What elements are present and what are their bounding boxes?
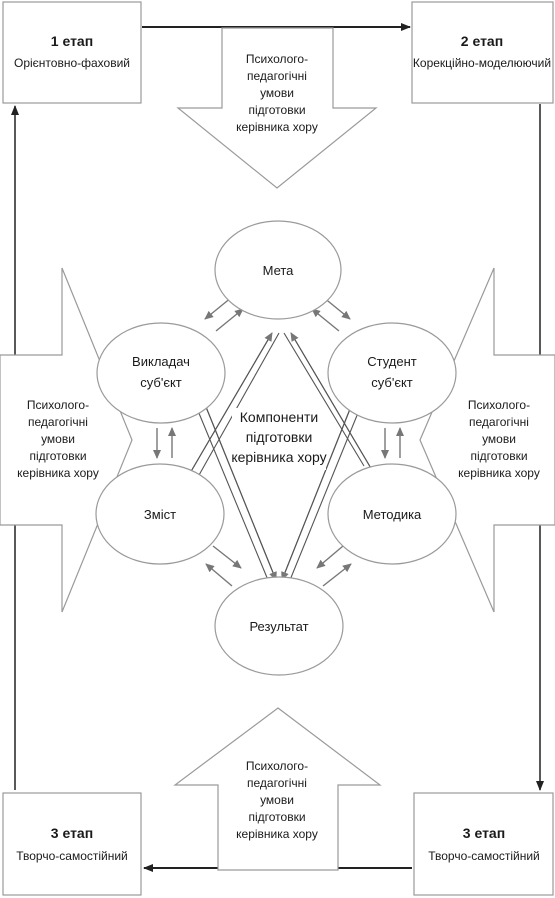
node-content (95, 463, 225, 565)
inner-arrows (185, 332, 373, 581)
inner-arrow (185, 332, 273, 481)
condition-bottom-line: умови (260, 793, 294, 807)
node-method-label: Методика (363, 507, 422, 522)
inner-arrow (281, 403, 353, 581)
flow-arrow (205, 563, 233, 587)
stage1-box (2, 1, 142, 104)
flow-arrows (153, 296, 404, 587)
connection-line (283, 332, 365, 467)
stage2-box (411, 1, 554, 104)
stage2-subtitle: Корекційно-моделюючий (413, 56, 551, 70)
condition-left-text: Психолого- педагогічні умови підготовки … (17, 398, 99, 480)
condition-arrow-top (176, 27, 378, 189)
condition-right-text: Психолого- педагогічні умови підготовки … (458, 398, 540, 480)
condition-top-line: умови (260, 86, 294, 100)
condition-left-line: педагогічні (28, 415, 88, 429)
condition-top-line: педагогічні (247, 69, 307, 83)
condition-bottom-line: педагогічні (247, 776, 307, 790)
condition-right-line: педагогічні (469, 415, 529, 429)
condition-arrows (0, 27, 555, 871)
condition-right-line: умови (482, 432, 516, 446)
condition-arrow-bottom (173, 707, 382, 871)
node-student (327, 322, 457, 424)
inner-arrow (290, 332, 373, 471)
connection-line (289, 407, 361, 581)
center-label-bg (232, 408, 326, 470)
stage3-right-title: 3 етап (463, 825, 505, 841)
condition-bottom-line: Психолого- (246, 759, 308, 773)
condition-top-line: Психолого- (246, 52, 308, 66)
flow-arrow (212, 545, 242, 569)
flow-arrow (322, 563, 352, 587)
node-student-label: суб'єкт (371, 375, 413, 390)
node-goal (214, 220, 342, 320)
component-nodes (95, 220, 457, 676)
node-result-label: Результат (249, 619, 308, 634)
inner-arrow (203, 401, 277, 581)
center-label-line: керівника хору (231, 449, 326, 465)
condition-arrow-left (0, 267, 133, 613)
condition-left-line: умови (41, 432, 75, 446)
condition-top-line: підготовки (248, 103, 305, 117)
center-label-line: Компоненти (240, 409, 318, 425)
condition-top-line: керівника хору (236, 120, 318, 134)
node-result (214, 576, 344, 676)
stage3-left-box (2, 792, 142, 896)
flow-arrow (204, 296, 233, 320)
condition-arrow-right (419, 267, 555, 613)
node-content-label: Зміст (144, 507, 176, 522)
condition-right-line: Психолого- (468, 398, 530, 412)
node-teacher (96, 322, 226, 424)
condition-left-line: підготовки (29, 449, 86, 463)
stage3-left-subtitle: Творчо-самостійний (16, 849, 128, 863)
node-teacher-label: Викладач (132, 354, 190, 369)
condition-right-line: керівника хору (458, 466, 540, 480)
stage3-right-subtitle: Творчо-самостійний (428, 849, 540, 863)
stage1-title: 1 етап (51, 33, 93, 49)
node-student-label: Студент (367, 354, 417, 369)
condition-right-line: підготовки (470, 449, 527, 463)
stage3-right-box (413, 792, 554, 896)
condition-top-text: Психолого- педагогічні умови підготовки … (236, 52, 318, 134)
stage1-subtitle: Орієнтовно-фаховий (14, 56, 130, 70)
connection-line (195, 405, 269, 581)
node-teacher-label: суб'єкт (140, 375, 182, 390)
condition-bottom-line: підготовки (248, 810, 305, 824)
condition-left-line: Психолого- (27, 398, 89, 412)
condition-bottom-line: керівника хору (236, 827, 318, 841)
flow-arrow (311, 308, 340, 332)
flow-arrow (215, 308, 244, 332)
node-goal-label: Мета (263, 263, 295, 278)
flow-arrow (316, 545, 344, 569)
condition-left-line: керівника хору (17, 466, 99, 480)
node-method (327, 463, 457, 565)
stage3-left-title: 3 етап (51, 825, 93, 841)
stage2-title: 2 етап (461, 33, 503, 49)
condition-bottom-text: Психолого- педагогічні умови підготовки … (236, 759, 318, 841)
center-label-line: підготовки (246, 429, 313, 445)
